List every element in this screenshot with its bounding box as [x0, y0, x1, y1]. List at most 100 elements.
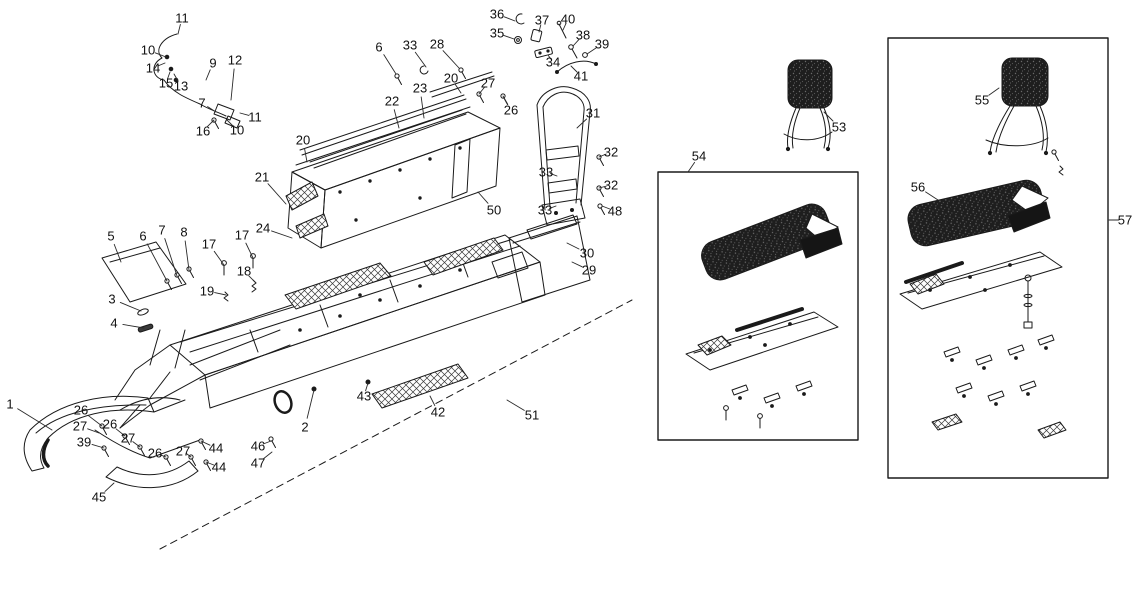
leader-line-36 — [503, 16, 516, 22]
leader-line-33 — [548, 205, 557, 209]
leader-line-33 — [414, 51, 427, 68]
leader-line-13 — [173, 73, 179, 82]
leader-line-20 — [454, 83, 462, 94]
leader-line-22 — [393, 109, 400, 129]
washer — [514, 36, 522, 44]
leader-line-28 — [442, 50, 460, 69]
leader-line-42 — [429, 395, 436, 407]
side-deflector-panel — [101, 241, 194, 333]
leader-line-12 — [230, 68, 235, 101]
leader-line-2 — [306, 389, 315, 419]
cargo-box — [285, 65, 508, 249]
leader-line-27 — [478, 86, 485, 95]
leader-line-29 — [571, 261, 583, 268]
front-plate-50 — [451, 138, 471, 199]
corner-gusset — [285, 181, 319, 211]
closure-panels — [508, 214, 591, 303]
leader-line-56 — [925, 191, 939, 201]
leader-line-3 — [119, 301, 142, 312]
leader-line-40 — [562, 22, 567, 31]
leader-line-54 — [687, 161, 696, 173]
leader-line-9 — [205, 69, 211, 81]
leader-line-10 — [226, 119, 234, 127]
leader-line-6 — [146, 243, 168, 282]
leader-line-44 — [205, 461, 215, 466]
leader-line-43 — [365, 382, 369, 392]
running-board — [284, 262, 392, 310]
leader-line-26 — [158, 454, 167, 458]
floor-board-42 — [371, 363, 469, 409]
leader-line-55 — [988, 87, 1000, 96]
leader-line-5 — [113, 243, 122, 263]
leader-line-23 — [420, 96, 425, 119]
bushing — [137, 308, 149, 316]
leader-line-32 — [598, 153, 607, 158]
leader-line-20 — [304, 148, 308, 163]
main-chassis — [114, 234, 546, 448]
seat-assembly-box-2 — [887, 37, 1109, 479]
leader-line-27 — [87, 428, 100, 434]
leader-line-32 — [598, 185, 607, 189]
leader-line-16 — [206, 119, 215, 128]
bolt-38 — [568, 44, 574, 50]
leader-line-14 — [157, 62, 166, 67]
rear-carrier — [536, 86, 605, 226]
leader-line-15 — [167, 71, 171, 80]
front-bumper — [23, 371, 211, 489]
leader-line-53 — [823, 111, 834, 122]
wiring-harness — [153, 33, 241, 129]
plate-34 — [534, 46, 553, 58]
leader-line-44 — [200, 440, 211, 446]
leader-line-45 — [104, 482, 115, 492]
connector — [213, 103, 235, 121]
shim-plate — [1037, 421, 1067, 439]
grab-handle-hole — [273, 390, 293, 414]
seat-base-plate — [685, 307, 839, 371]
leader-line-33 — [549, 173, 558, 177]
leader-line-8 — [184, 240, 190, 271]
leader-line-7 — [207, 106, 217, 113]
seat-cushion-56 — [907, 179, 1051, 247]
clamp-33 — [419, 65, 429, 75]
leader-line-21 — [267, 183, 287, 205]
inner-rail — [309, 109, 467, 169]
pin-40 — [558, 23, 567, 39]
latch-hardware — [514, 13, 598, 74]
mounting-bolt-stack — [1023, 274, 1033, 329]
lever-41 — [556, 60, 597, 73]
corner-gusset — [295, 213, 329, 239]
leader-line-35 — [503, 34, 515, 40]
leader-line-17 — [245, 242, 254, 259]
leader-line-11 — [239, 112, 250, 116]
leader-line-7 — [164, 238, 178, 277]
leader-line-10 — [154, 52, 167, 58]
leader-line-1 — [17, 408, 53, 431]
leader-line-50 — [477, 191, 489, 204]
leader-lines — [17, 16, 1120, 492]
nut-39 — [582, 52, 588, 58]
leader-line-4 — [122, 324, 145, 329]
circlip — [515, 13, 525, 25]
spring-19 — [223, 291, 229, 302]
leader-line-30 — [566, 242, 580, 250]
leader-line-27 — [132, 441, 141, 448]
connector — [224, 115, 241, 129]
bumper-skid — [105, 460, 199, 489]
leader-line-39 — [91, 443, 105, 449]
backrest-53 — [783, 59, 833, 152]
leader-line-24 — [271, 230, 293, 239]
leader-line-18 — [248, 275, 257, 284]
leader-line-46 — [262, 440, 272, 445]
running-board — [423, 237, 504, 276]
slide-rail — [299, 94, 467, 156]
leader-line-26 — [115, 428, 126, 437]
leader-line-26 — [87, 415, 103, 427]
shim-plate — [931, 413, 963, 431]
dashed-boundary-line — [159, 299, 633, 550]
leader-line-48 — [601, 205, 611, 210]
leader-line-19 — [214, 292, 227, 296]
leader-line-26 — [502, 95, 509, 105]
leader-line-6 — [383, 54, 397, 75]
backrest-55 — [985, 57, 1064, 176]
